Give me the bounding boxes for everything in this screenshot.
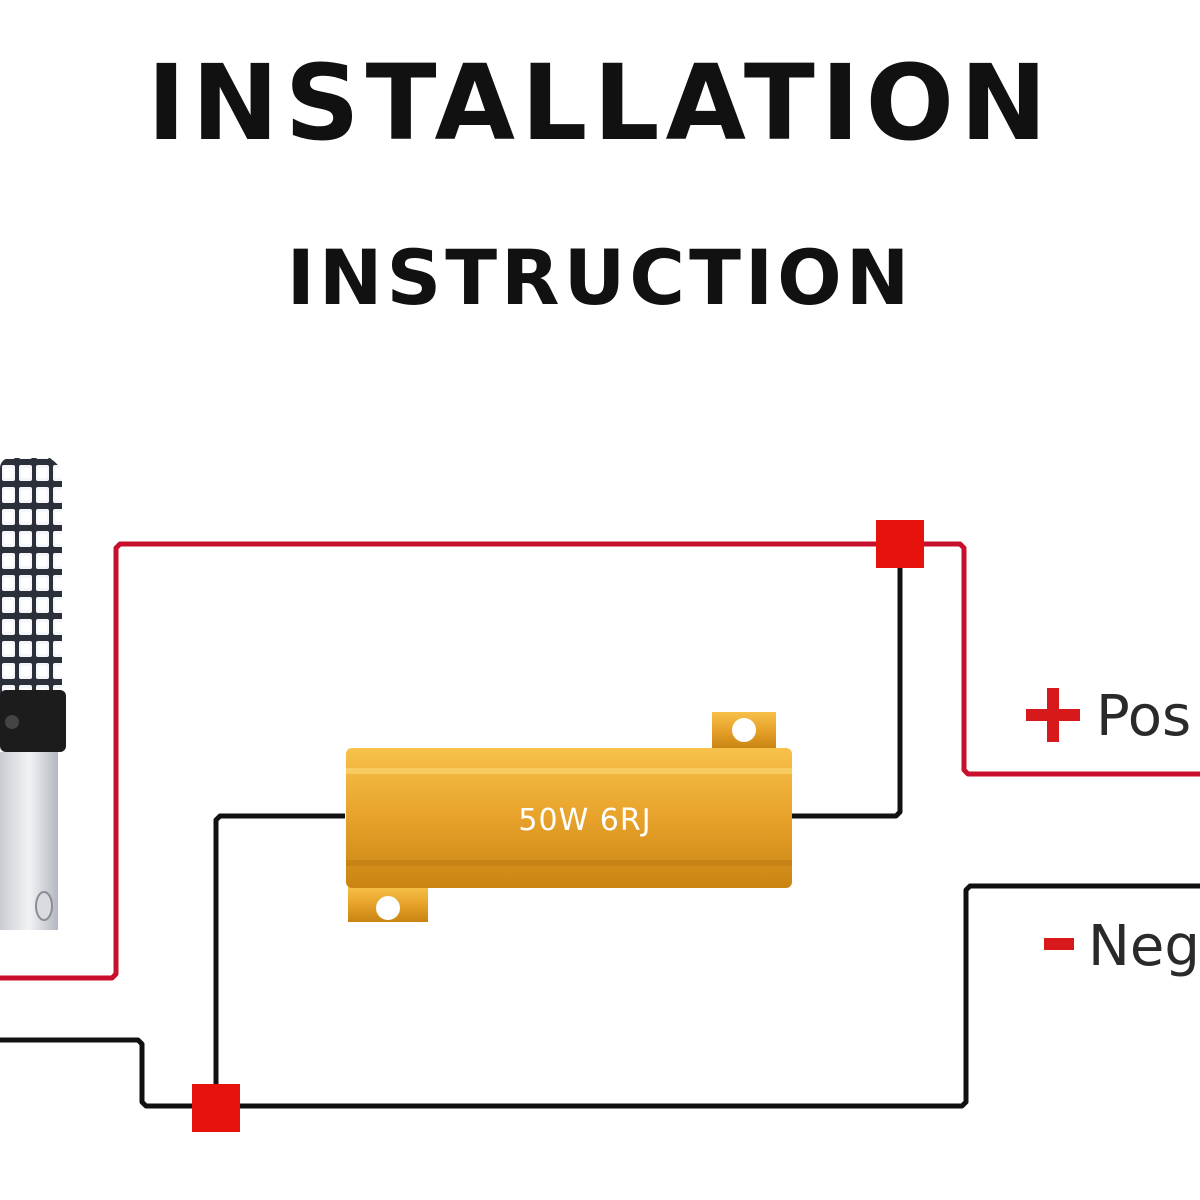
positive-label: Pos [1096, 684, 1191, 749]
negative-terminal-label: Nega [1044, 914, 1200, 979]
resistor: 50W 6RJ [346, 712, 792, 922]
junction-square-bottom [192, 1084, 240, 1132]
positive-terminal-label: Pos [1026, 684, 1191, 749]
resistor-label: 50W 6RJ [518, 803, 651, 838]
page-title: INSTALLATION [146, 42, 1054, 164]
negative-label: Nega [1088, 914, 1200, 979]
page-subtitle: INSTRUCTION [286, 233, 914, 322]
minus-sign-icon [1044, 938, 1074, 950]
junction-square-top [876, 520, 924, 568]
negative-wire [0, 544, 1200, 1109]
led-bulb-icon [0, 451, 66, 930]
positive-wire [0, 541, 1200, 981]
